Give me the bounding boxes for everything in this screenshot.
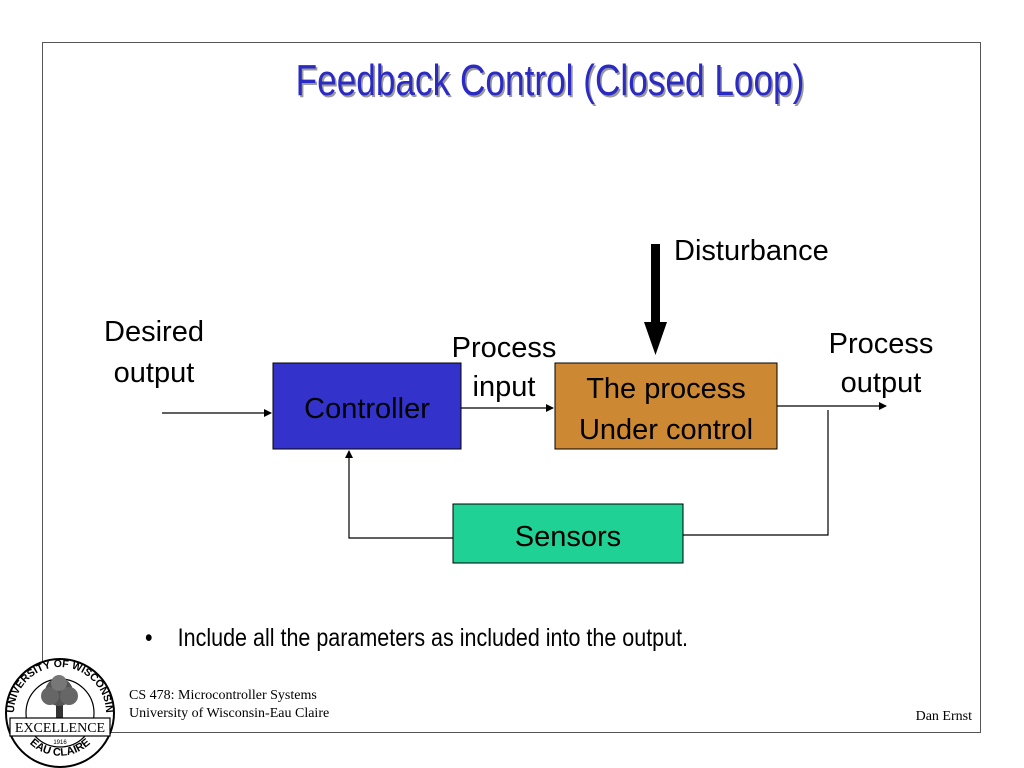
bullet-text: Include all the parameters as included i… <box>177 624 689 652</box>
bullet-item: • Include all the parameters as included … <box>145 624 688 653</box>
university-seal-icon: UNIVERSITY OF WISCONSIN EAU CLAIRE EXCEL… <box>5 658 115 768</box>
disturbance-arrow <box>644 244 667 355</box>
sensors-label: Sensors <box>515 521 621 553</box>
process-output-label-line2: output <box>841 367 922 399</box>
process-box <box>554 362 778 450</box>
desired-output-label-line1: Desired <box>104 316 204 348</box>
seal-middle-text: EXCELLENCE <box>15 721 105 736</box>
footer-author: Dan Ernst <box>915 709 972 724</box>
disturbance-arrow-head <box>644 322 667 355</box>
slide-title: Feedback Control (Closed Loop) <box>295 56 805 105</box>
controller-box <box>272 362 462 450</box>
process-block: The process Under control <box>554 362 778 450</box>
feedback-line-output <box>683 410 829 536</box>
sensors-block: Sensors <box>452 503 684 564</box>
seal-year: 1916 <box>53 740 67 746</box>
desired-output-label-line2: output <box>114 357 195 389</box>
bullet-dot: • <box>145 624 153 652</box>
slide-frame <box>42 42 981 733</box>
process-label-line1: The process <box>586 373 746 405</box>
disturbance-label: Disturbance <box>674 235 829 267</box>
controller-block: Controller <box>272 362 462 450</box>
process-label-line2: Under control <box>579 414 753 446</box>
footer-course-line2: University of Wisconsin-Eau Claire <box>129 706 330 721</box>
footer-course: CS 478: Microcontroller Systems Universi… <box>129 687 329 723</box>
feedback-line-controller <box>345 450 453 539</box>
process-output-label-line1: Process <box>829 328 934 360</box>
sensors-box <box>452 503 684 564</box>
disturbance-arrow-shaft <box>651 244 660 326</box>
process-input-label-line2: input <box>473 371 536 403</box>
process-input-label-line1: Process <box>452 332 557 364</box>
footer-course-line1: CS 478: Microcontroller Systems <box>129 688 317 703</box>
controller-label: Controller <box>304 393 430 425</box>
seal-tree-icon <box>41 675 78 720</box>
